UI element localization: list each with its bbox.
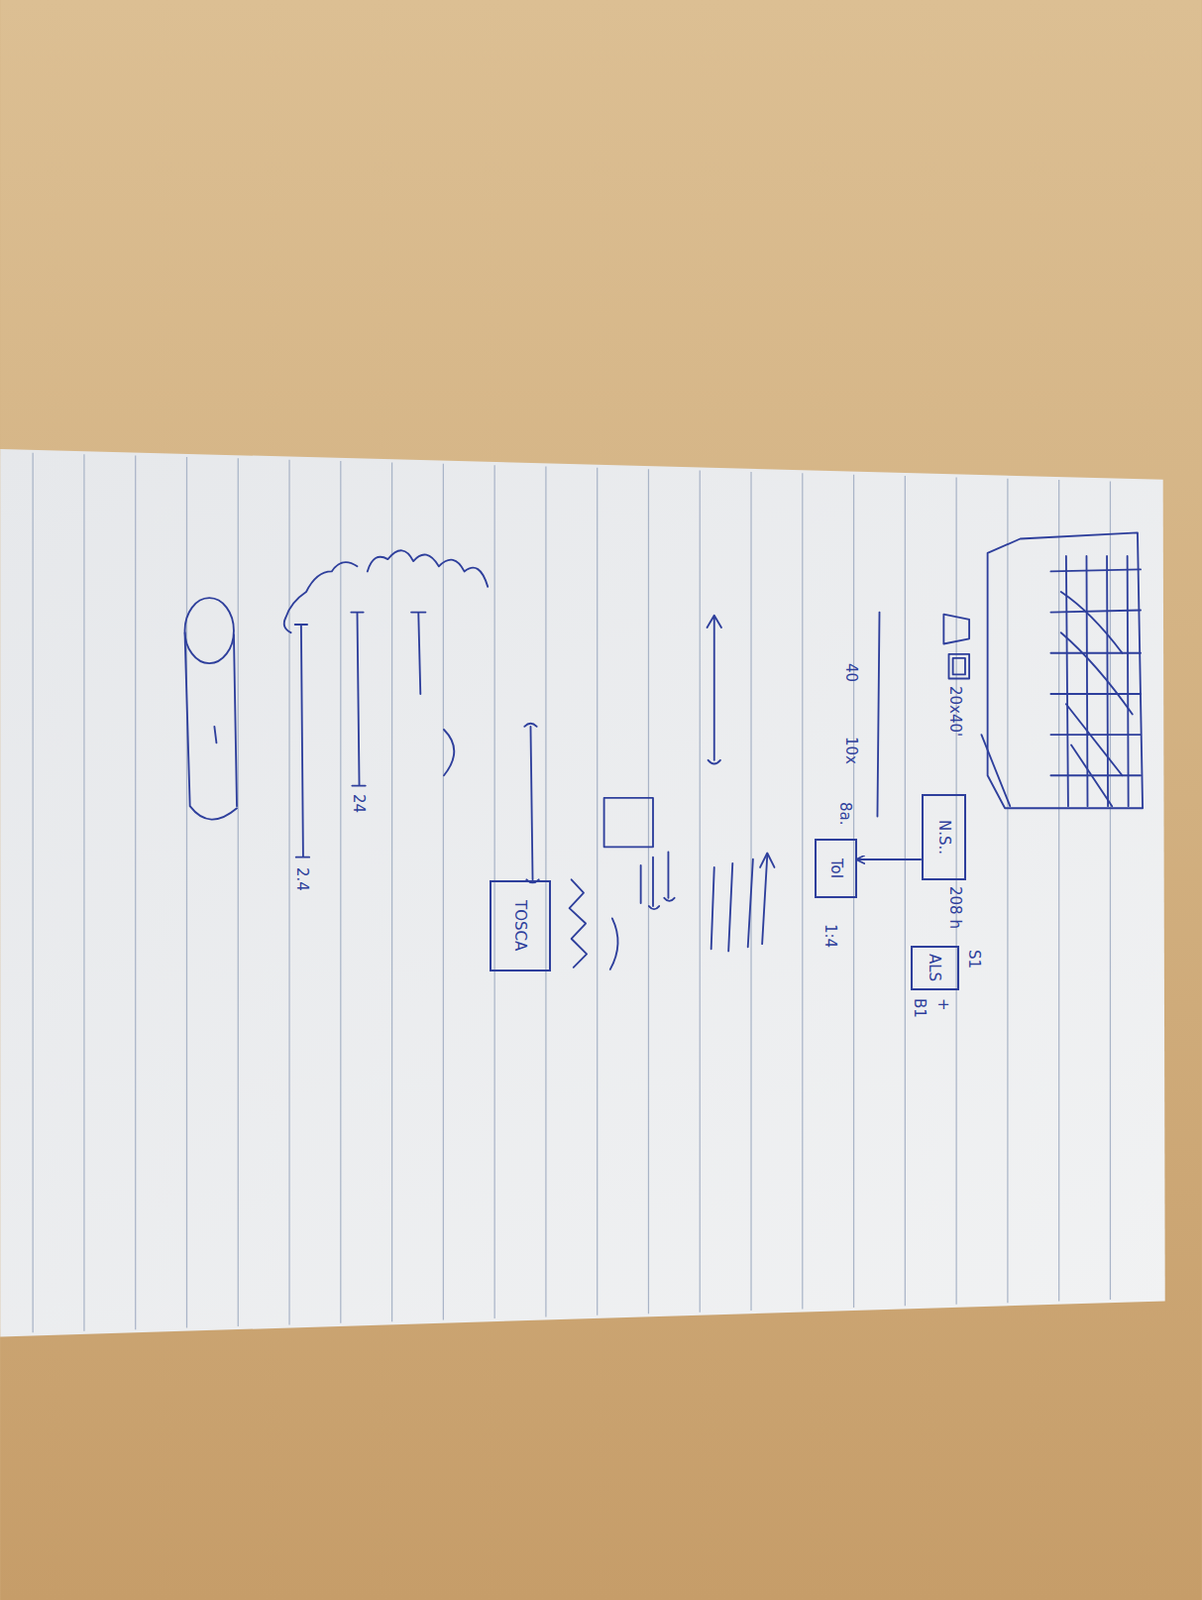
arrow-lines bbox=[649, 851, 775, 951]
curly-brace bbox=[284, 549, 489, 775]
ruled-line bbox=[853, 474, 855, 1308]
ruled-line bbox=[237, 457, 239, 1326]
dimension-line bbox=[876, 612, 879, 817]
ruled-line bbox=[186, 456, 188, 1328]
handwritten-note: 40 bbox=[843, 662, 861, 682]
handwritten-note: 8a. bbox=[836, 801, 854, 826]
cylinder-sketch bbox=[214, 726, 217, 743]
dimension-line bbox=[707, 615, 722, 765]
paper-sheet bbox=[0, 448, 1166, 1337]
sketch-box: ALS bbox=[910, 945, 960, 990]
box-text: ALS bbox=[926, 953, 944, 982]
ruled-line bbox=[32, 452, 34, 1332]
hatched-box bbox=[981, 532, 1143, 808]
ruled-line bbox=[134, 455, 136, 1330]
small-box bbox=[949, 654, 971, 679]
square-box bbox=[640, 865, 643, 903]
handwritten-note: 2.4 bbox=[294, 867, 312, 891]
measure-lines bbox=[295, 624, 310, 858]
ink-sketch bbox=[185, 532, 1144, 970]
handwritten-note: 20x40' bbox=[947, 685, 965, 737]
arrow-lines bbox=[760, 853, 774, 868]
ruled-line bbox=[339, 460, 341, 1323]
box-text: ToI bbox=[827, 858, 845, 878]
handwritten-note: S1 bbox=[965, 949, 983, 969]
ruled-line bbox=[83, 453, 85, 1331]
cylinder-sketch bbox=[185, 597, 234, 663]
small-box bbox=[943, 614, 970, 679]
zigzag bbox=[569, 878, 587, 968]
ruled-line bbox=[494, 464, 496, 1318]
bracket-line bbox=[524, 723, 539, 883]
measure-lines bbox=[295, 612, 427, 858]
handwritten-note: 208 h bbox=[947, 885, 965, 929]
small-box bbox=[943, 614, 970, 645]
handwritten-note: + bbox=[934, 997, 952, 1011]
ruled-line bbox=[648, 468, 650, 1313]
bracket-line bbox=[524, 723, 539, 883]
ruled-line bbox=[288, 459, 290, 1325]
zigzag bbox=[569, 878, 619, 970]
measure-lines bbox=[350, 612, 365, 786]
hatched-box bbox=[1061, 591, 1133, 806]
box-text: N.S.. bbox=[935, 819, 953, 855]
ruled-line bbox=[801, 472, 803, 1309]
cylinder-sketch bbox=[185, 632, 237, 819]
sketch-box: N.S.. bbox=[921, 793, 967, 879]
square-box bbox=[604, 797, 654, 847]
measure-lines bbox=[411, 612, 426, 694]
arrow-lines bbox=[711, 855, 768, 952]
ruled-line bbox=[699, 470, 701, 1312]
small-box bbox=[953, 657, 966, 674]
dimension-line bbox=[707, 612, 880, 817]
square-box bbox=[604, 797, 654, 903]
hatched-box bbox=[987, 532, 1143, 808]
cylinder-sketch bbox=[185, 597, 237, 819]
handwritten-note: 24 bbox=[349, 793, 367, 813]
hatched-box bbox=[1066, 555, 1129, 806]
sketch-box: TOSCA bbox=[489, 879, 551, 973]
handwritten-note: 1:4 bbox=[822, 923, 840, 948]
arrow-lines bbox=[649, 851, 675, 909]
ruled-line bbox=[1058, 479, 1060, 1301]
ruled-line bbox=[442, 463, 444, 1320]
ruled-line bbox=[1109, 480, 1111, 1299]
sketch-box: ToI bbox=[814, 838, 858, 898]
ruled-line bbox=[545, 465, 547, 1316]
arrow-connector bbox=[857, 858, 922, 861]
handwritten-note: B1 bbox=[911, 997, 929, 1018]
hatched-box bbox=[981, 734, 1010, 806]
ruled-line bbox=[596, 467, 598, 1315]
curly-brace bbox=[443, 729, 454, 775]
ruled-line bbox=[1006, 478, 1008, 1303]
box-text: TOSCA bbox=[512, 899, 530, 951]
curly-brace bbox=[284, 561, 358, 633]
zigzag bbox=[610, 917, 619, 969]
ruled-lines bbox=[32, 452, 1110, 1332]
curly-brace bbox=[367, 549, 488, 587]
handwritten-note: 10x bbox=[843, 736, 861, 765]
ruled-line bbox=[391, 461, 393, 1321]
ruled-line bbox=[904, 475, 906, 1306]
